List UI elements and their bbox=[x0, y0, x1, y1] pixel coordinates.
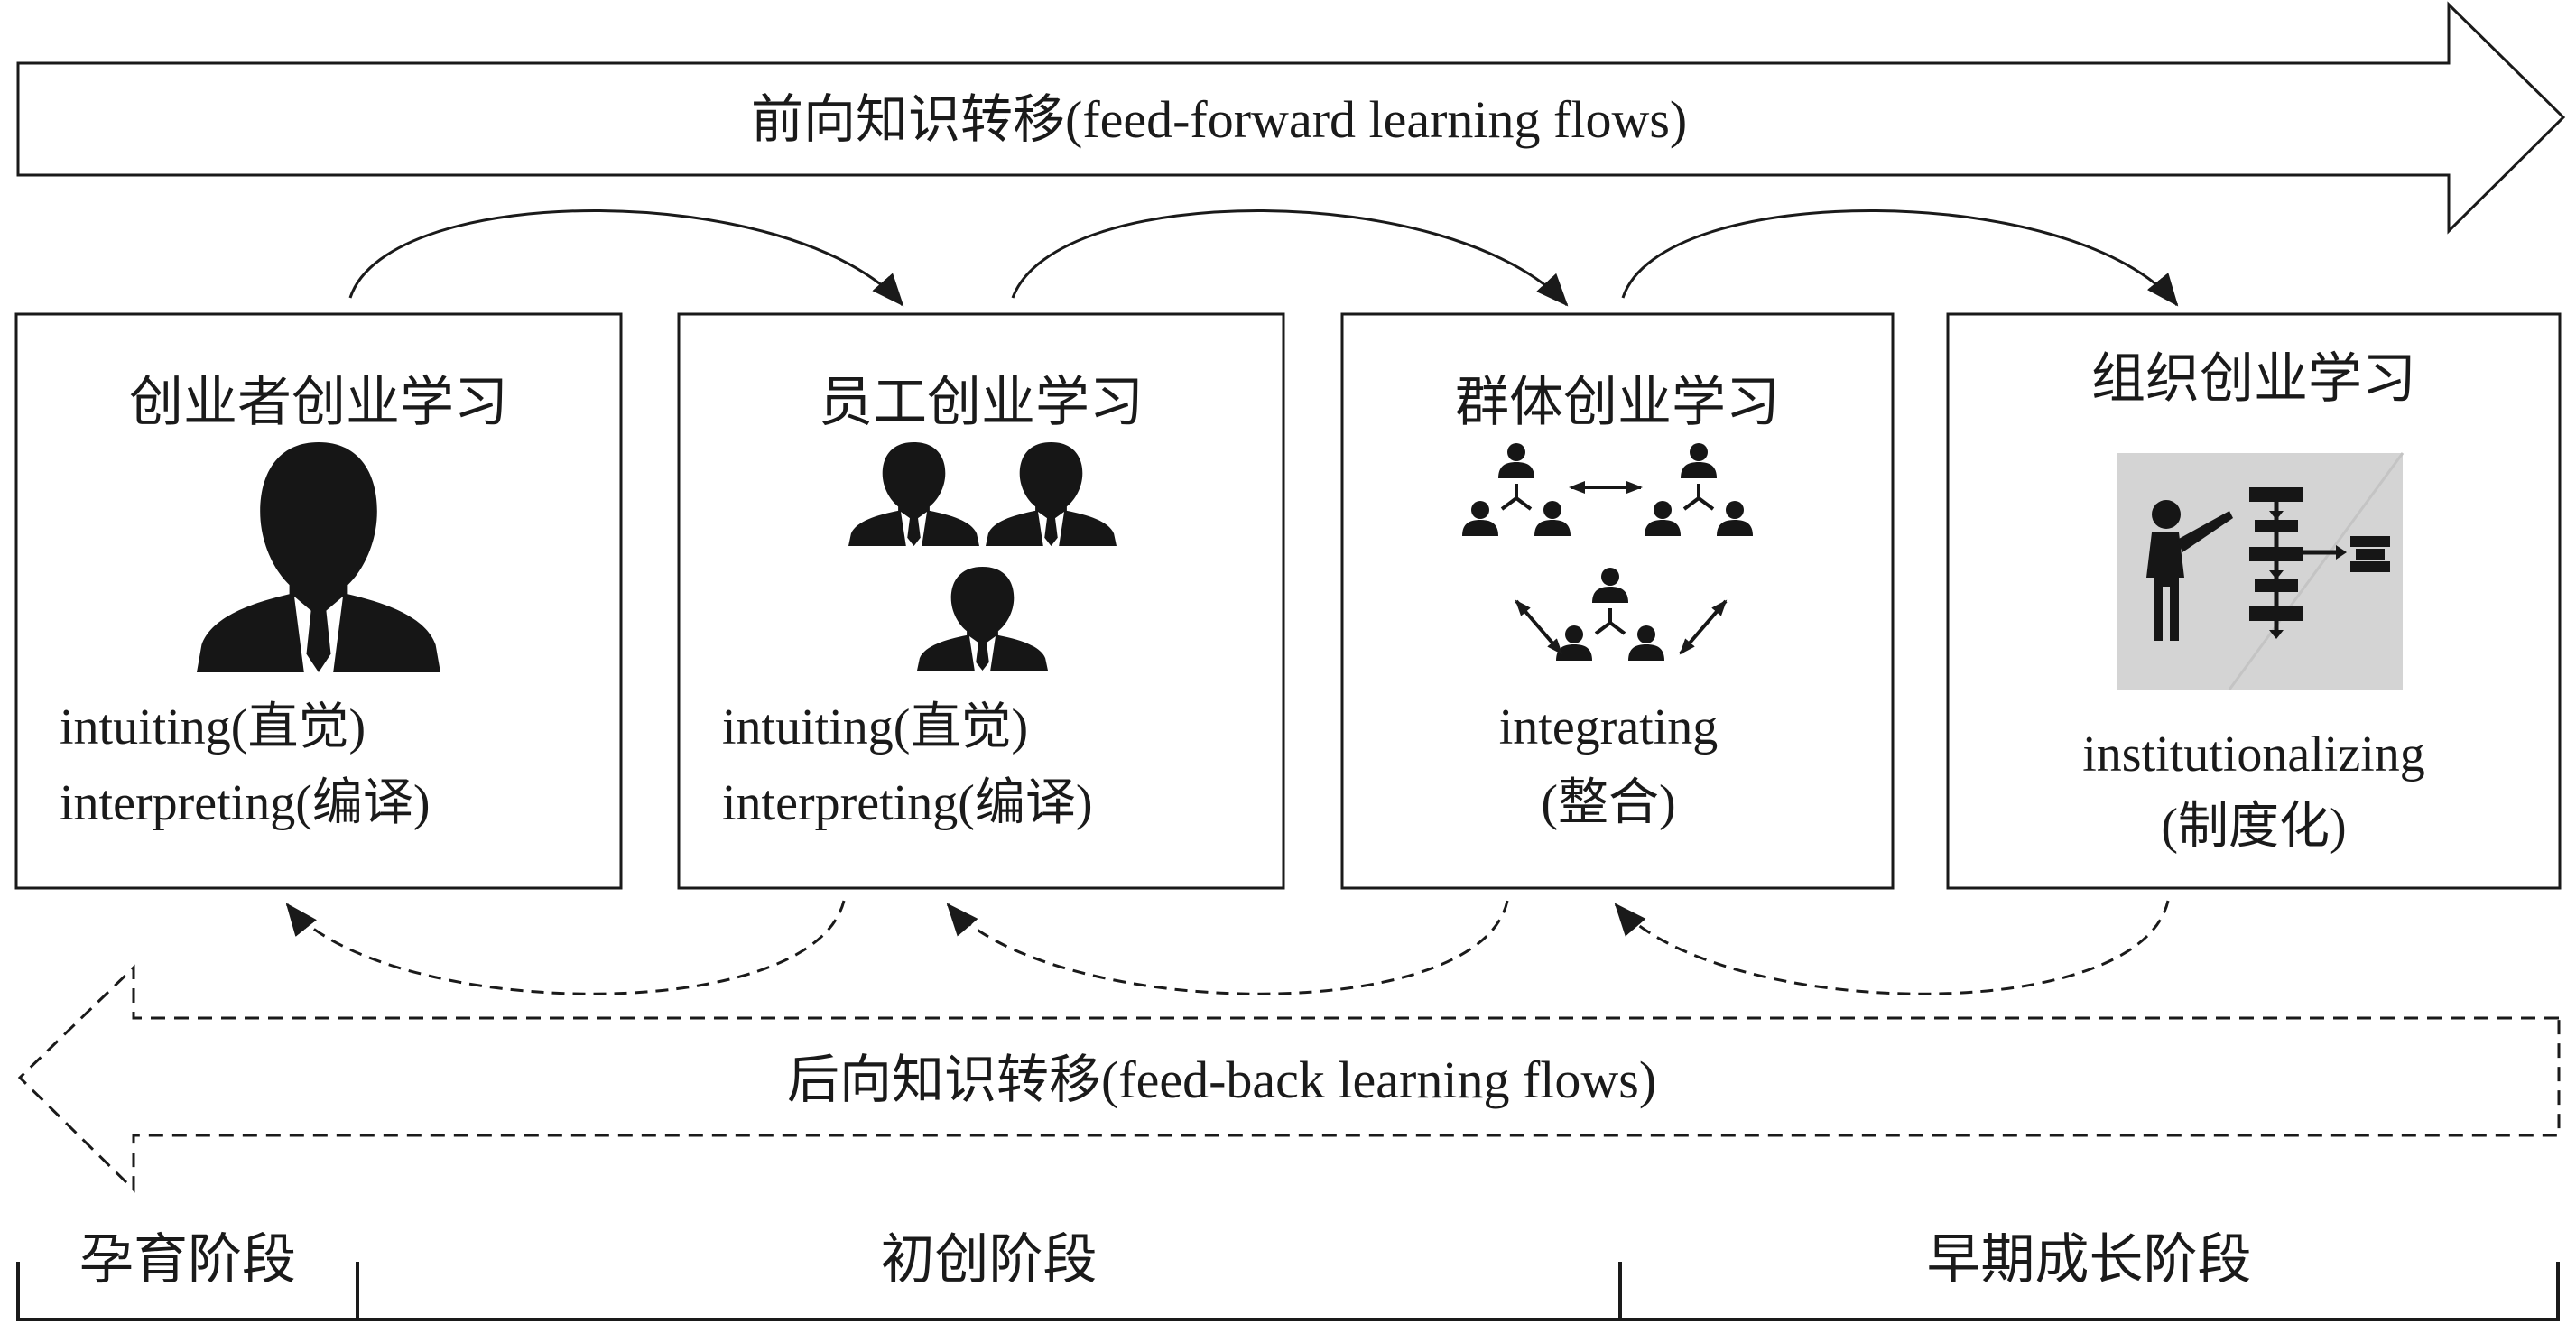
box-employee-line-1: intuiting(直觉) bbox=[722, 699, 1029, 755]
forward-curve-2 bbox=[1011, 209, 1569, 307]
box-organization-line-2: (制度化) bbox=[2161, 799, 2347, 855]
box-title-organization: 组织创业学习 bbox=[2091, 349, 2416, 409]
forward-flow-arrow bbox=[16, 1, 2566, 235]
timeline bbox=[16, 1262, 2560, 1321]
box-title-group: 群体创业学习 bbox=[1455, 373, 1780, 432]
forward-curve-1 bbox=[348, 209, 904, 307]
box-group-line-2: (整合) bbox=[1541, 775, 1676, 831]
stage-early-growth: 早期成长阶段 bbox=[1926, 1230, 2252, 1290]
stage-incubation: 孕育阶段 bbox=[79, 1230, 296, 1290]
connected-groups-icon bbox=[1462, 443, 1753, 661]
feedback-curve-2 bbox=[946, 900, 1509, 995]
box-employee-line-2: interpreting(编译) bbox=[722, 775, 1093, 831]
box-title-founder: 创业者创业学习 bbox=[129, 373, 508, 432]
feedback-flow-arrow bbox=[17, 964, 2561, 1193]
feedback-flow-label: 后向知识转移(feed-back learning flows) bbox=[787, 1051, 1657, 1109]
box-organization-line-1: institutionalizing bbox=[2082, 727, 2425, 782]
forward-curve-3 bbox=[1621, 209, 2179, 307]
feedback-curve-3 bbox=[1614, 900, 2170, 995]
feedback-curve-1 bbox=[285, 900, 846, 995]
box-group-line-1: integrating bbox=[1498, 699, 1719, 755]
box-title-employee: 员工创业学习 bbox=[819, 373, 1144, 432]
stage-startup: 初创阶段 bbox=[880, 1230, 1098, 1290]
forward-flow-label: 前向知识转移(feed-forward learning flows) bbox=[751, 90, 1688, 149]
box-founder-line-1: intuiting(直觉) bbox=[60, 699, 366, 755]
presenter-flowchart-icon bbox=[2117, 452, 2405, 690]
box-founder-line-2: interpreting(编译) bbox=[60, 775, 431, 831]
